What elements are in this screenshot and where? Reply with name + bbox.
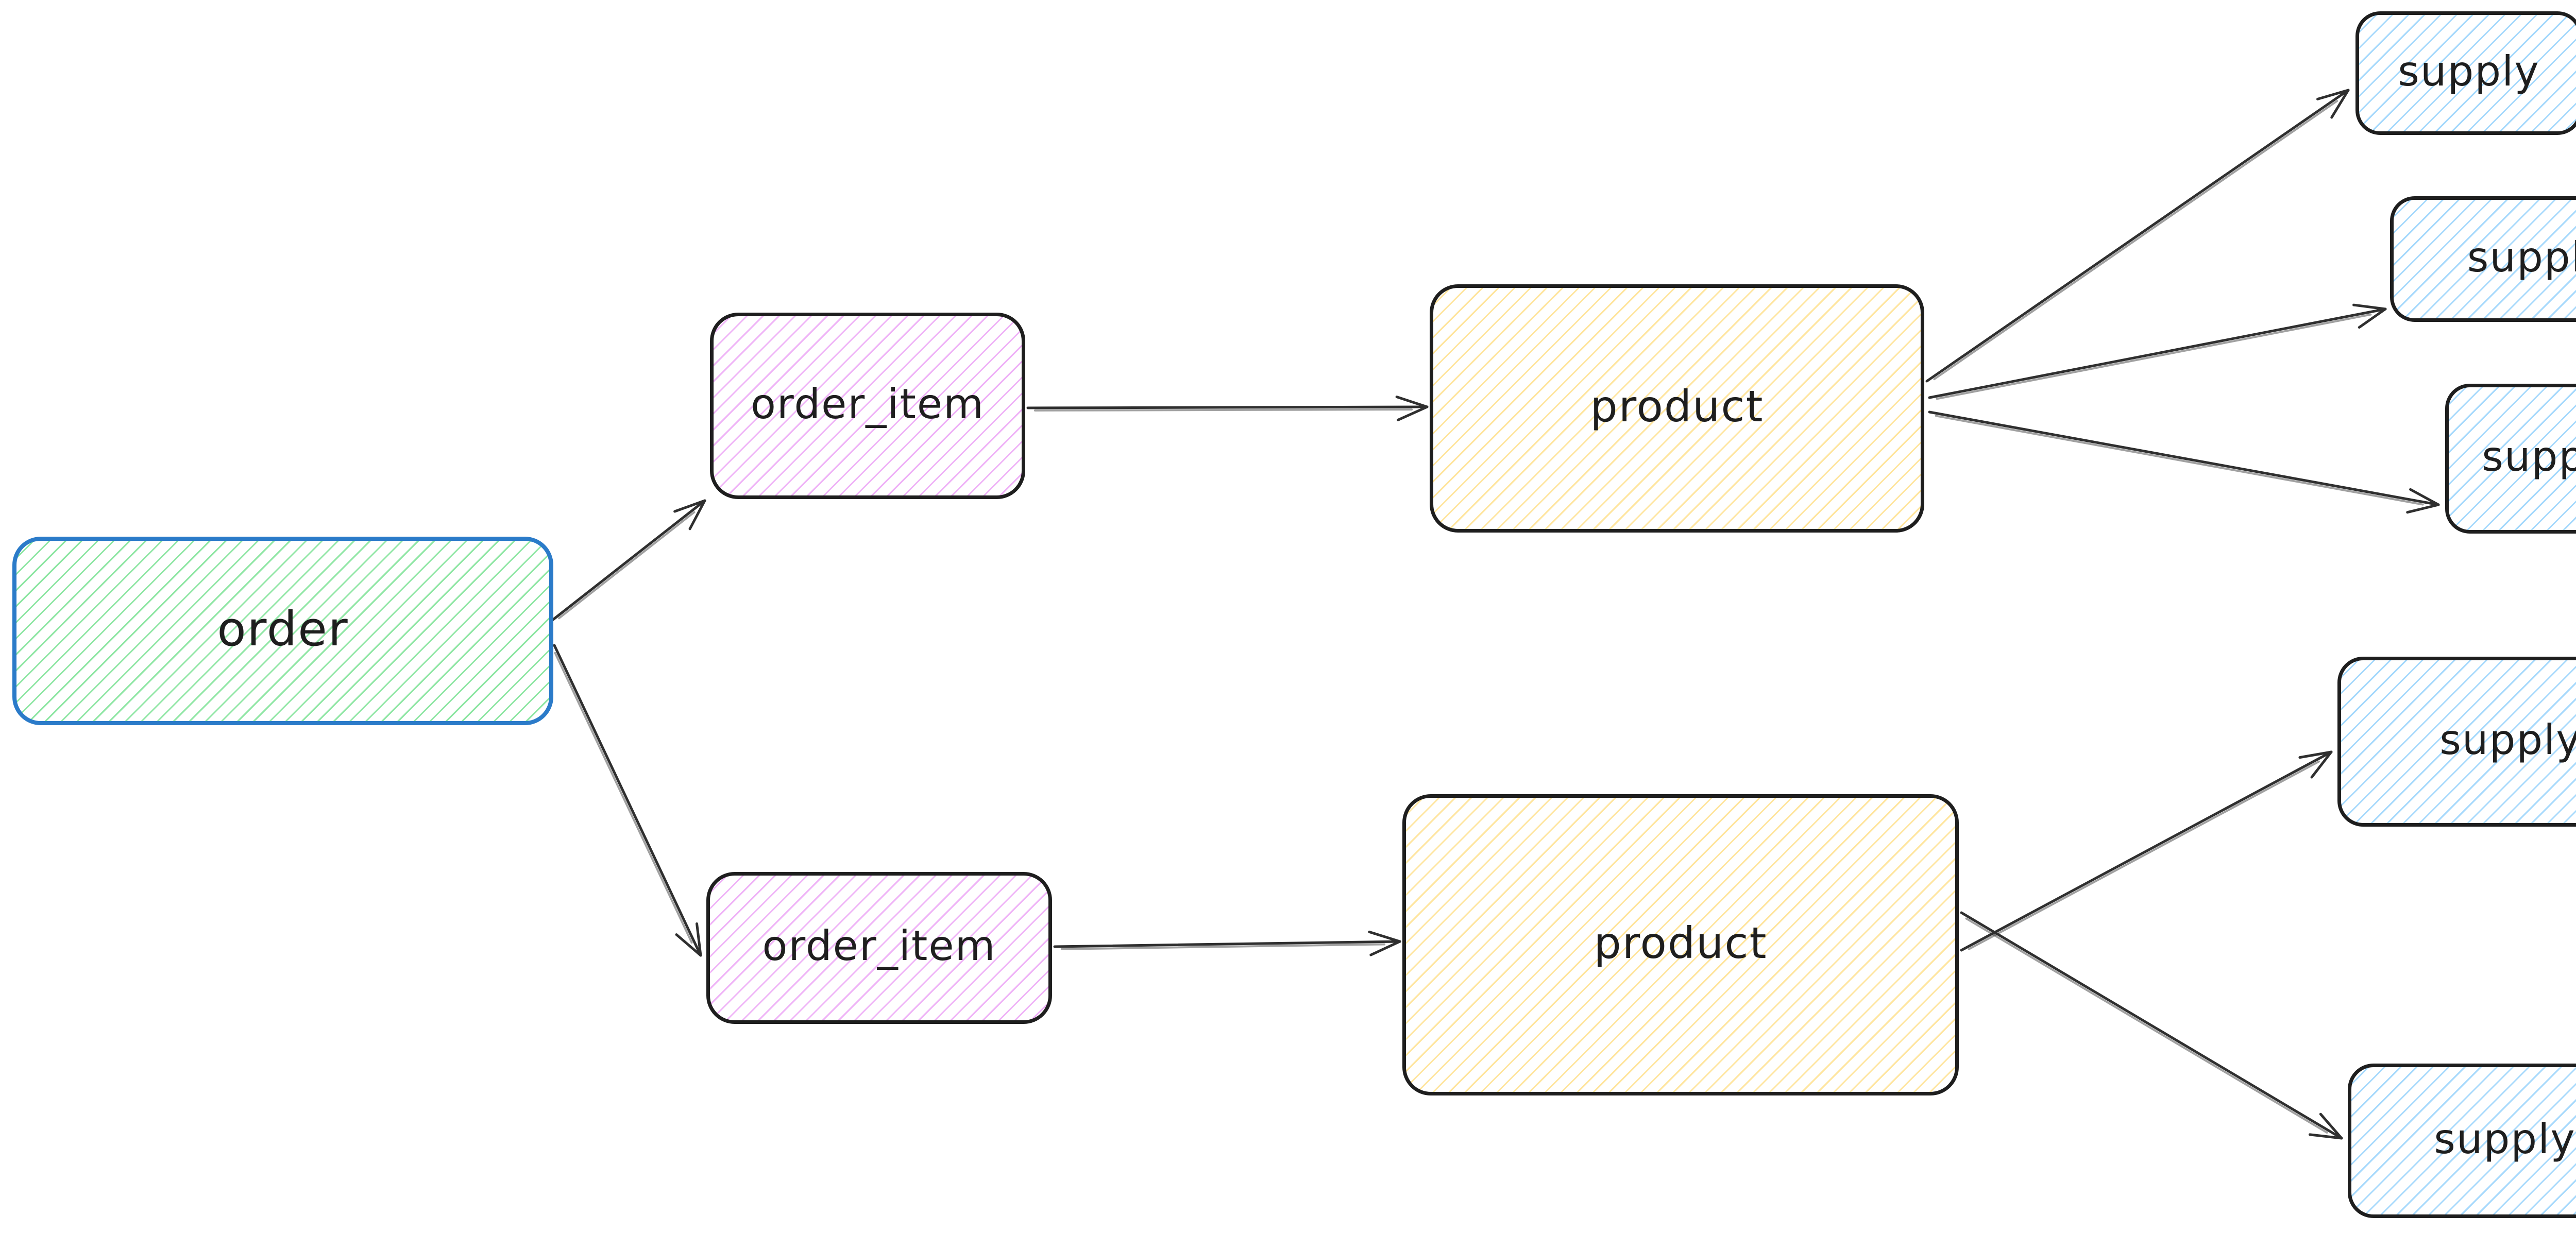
node-supply-5[interactable]: supply <box>2348 1064 2576 1218</box>
edge-product_b-supply_b2[interactable] <box>1960 911 2343 1140</box>
edge-order-order_item_a[interactable] <box>550 499 706 622</box>
node-supply-1[interactable]: supply <box>2355 11 2576 135</box>
node-order[interactable]: order <box>12 537 553 725</box>
edge-product_a-supply_a1[interactable] <box>1925 89 2350 383</box>
edge-order_item_b-product_b[interactable] <box>1053 930 1401 956</box>
node-supply-4-label: supply <box>2439 715 2576 764</box>
node-product-2-label: product <box>1594 917 1768 968</box>
edge-order_item_a-product_a[interactable] <box>1026 396 1429 421</box>
node-supply-2-label: supply <box>2467 233 2576 281</box>
node-supply-4[interactable]: supply <box>2337 657 2576 827</box>
node-order-item-1-label: order_item <box>750 380 985 428</box>
node-order-item-2-label: order_item <box>762 922 996 970</box>
node-order-label: order <box>217 601 349 657</box>
edge-product_b-supply_b1[interactable] <box>1960 750 2333 952</box>
node-product-1[interactable]: product <box>1430 284 1924 533</box>
node-supply-5-label: supply <box>2434 1115 2576 1163</box>
node-product-1-label: product <box>1590 381 1764 432</box>
node-order-item-2[interactable]: order_item <box>706 872 1052 1024</box>
node-supply-1-label: supply <box>2398 47 2540 95</box>
edge-product_a-supply_a2[interactable] <box>1928 303 2387 400</box>
node-supply-2[interactable]: supply <box>2390 196 2576 322</box>
node-order-item-1[interactable]: order_item <box>710 313 1025 499</box>
edge-product_a-supply_a3[interactable] <box>1928 410 2440 514</box>
node-product-2[interactable]: product <box>1402 794 1959 1095</box>
node-supply-3-label: supply <box>2482 433 2576 481</box>
edge-order-order_item_b[interactable] <box>553 644 702 957</box>
node-supply-3[interactable]: supply <box>2445 384 2576 534</box>
